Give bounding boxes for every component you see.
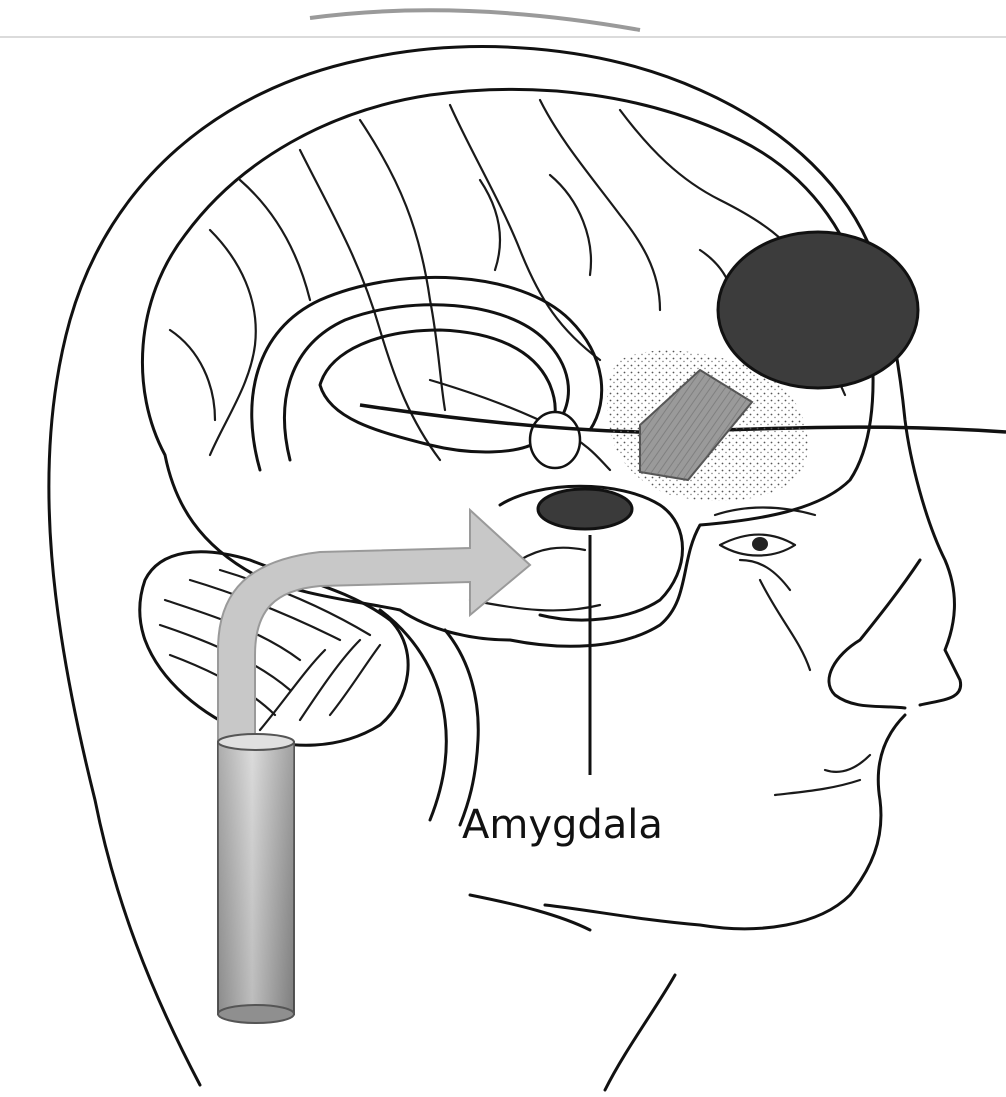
gyrus-line (240, 180, 310, 300)
amygdala-region (538, 489, 632, 529)
prefrontal-cortex-region (718, 232, 918, 388)
lip-line (825, 755, 870, 772)
tube-top (218, 734, 294, 750)
ear-line (740, 560, 790, 590)
neck-line (605, 975, 675, 1090)
gyrus-line (550, 175, 591, 275)
top-arc (310, 10, 640, 30)
jaw-line (470, 895, 590, 930)
eye-pupil (752, 537, 768, 551)
corpus-callosum-mid (285, 305, 569, 460)
brainstem-outline (445, 630, 478, 825)
thalamus-blob (530, 412, 580, 468)
mouth-line (775, 780, 860, 795)
tube-cylinder-shade (218, 742, 294, 1014)
amygdala-label: Amygdala (462, 802, 663, 848)
gyrus-line (450, 105, 600, 360)
gyrus-line (210, 230, 256, 455)
pathway-arrow (218, 510, 530, 745)
temporal-gyrus-line (470, 600, 600, 610)
temporal-gyrus-line (520, 548, 585, 560)
cheek-line (760, 580, 810, 670)
gyrus-line (170, 330, 215, 420)
gyrus-line (360, 120, 445, 410)
tube-bottom (218, 1005, 294, 1023)
gyrus-line (480, 180, 500, 270)
nose-outline (829, 560, 920, 708)
gyrus-line (540, 100, 660, 310)
